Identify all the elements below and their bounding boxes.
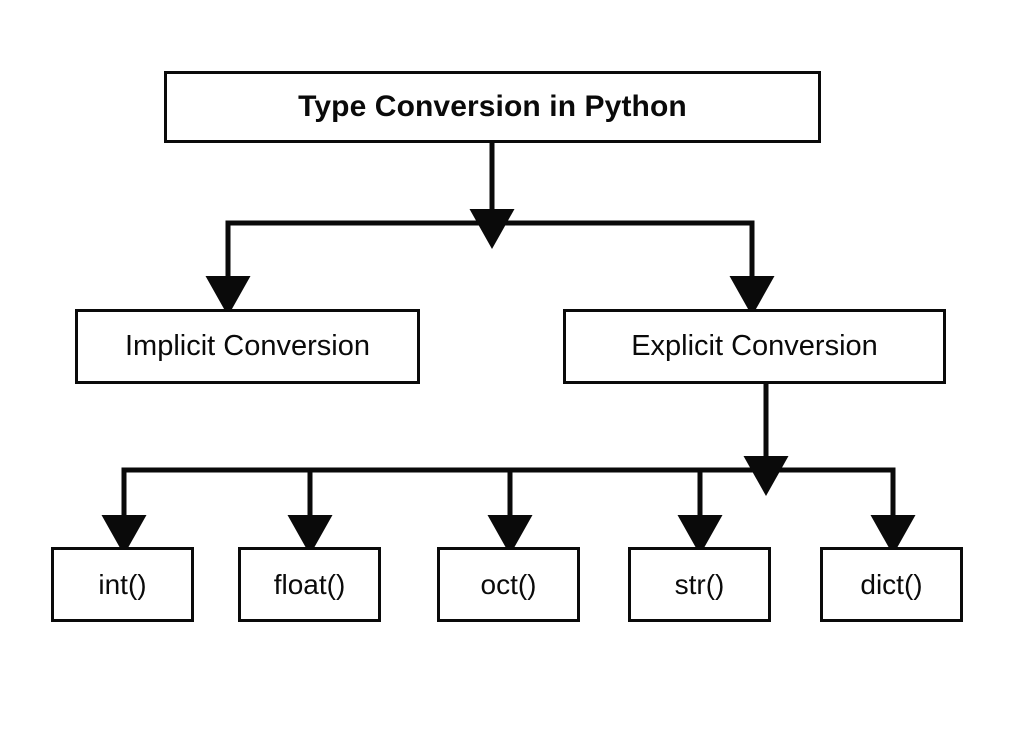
node-leaf-dict-label: dict(): [860, 568, 923, 600]
node-implicit-conversion-label: Implicit Conversion: [125, 330, 370, 362]
node-root-type-conversion[interactable]: Type Conversion in Python: [164, 71, 821, 143]
node-leaf-oct[interactable]: oct(): [437, 547, 580, 622]
node-leaf-str-label: str(): [674, 568, 725, 600]
node-leaf-dict[interactable]: dict(): [820, 547, 963, 622]
node-leaf-int[interactable]: int(): [51, 547, 194, 622]
node-explicit-conversion[interactable]: Explicit Conversion: [563, 309, 946, 384]
node-explicit-conversion-label: Explicit Conversion: [631, 330, 878, 362]
node-implicit-conversion[interactable]: Implicit Conversion: [75, 309, 420, 384]
node-leaf-int-label: int(): [98, 568, 147, 600]
node-leaf-oct-label: oct(): [480, 568, 537, 600]
node-leaf-str[interactable]: str(): [628, 547, 771, 622]
node-leaf-float[interactable]: float(): [238, 547, 381, 622]
node-leaf-float-label: float(): [273, 568, 346, 600]
node-root-label: Type Conversion in Python: [298, 90, 687, 123]
